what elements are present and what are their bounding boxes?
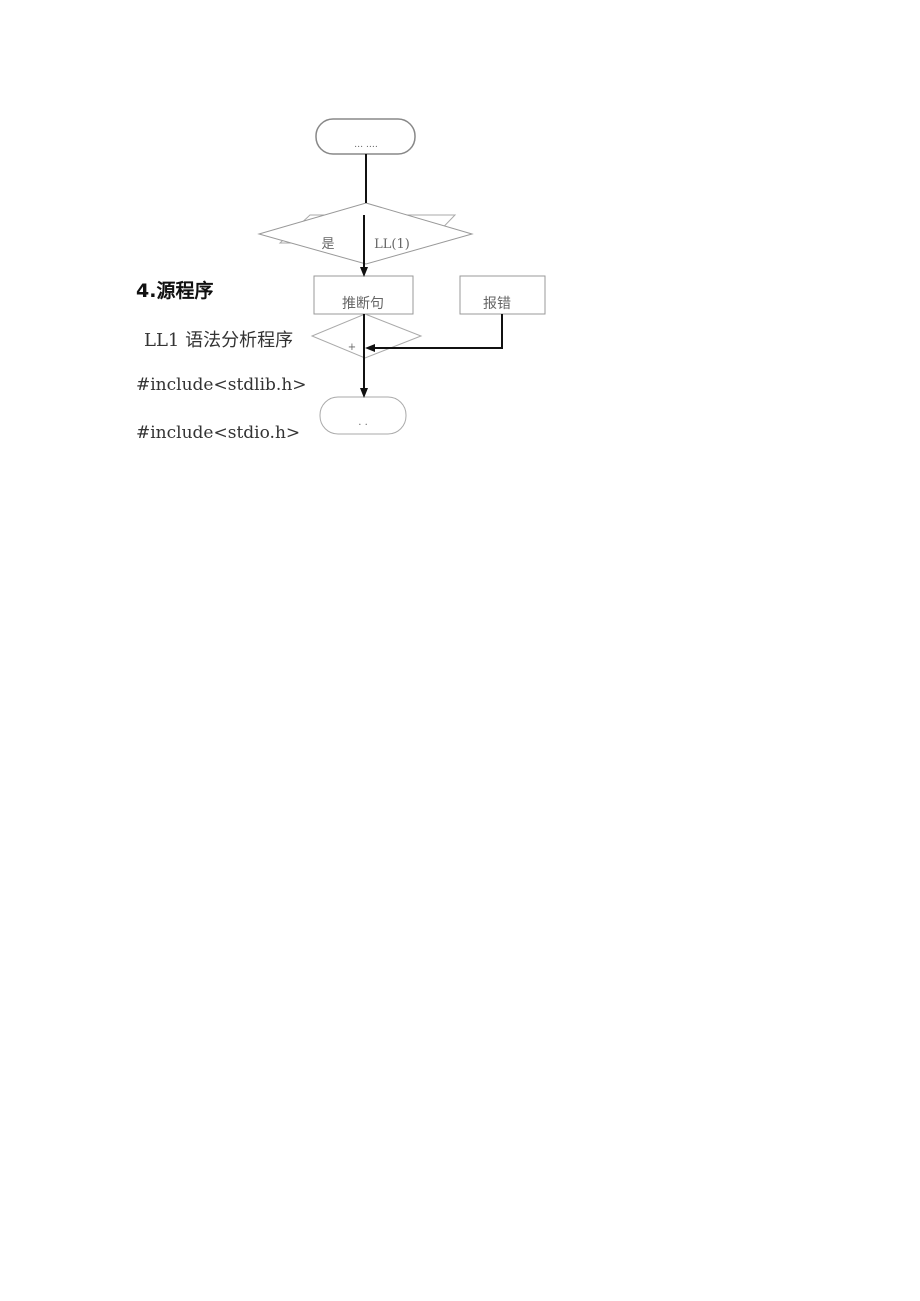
- decision-label-ll1: LL(1): [374, 237, 410, 252]
- merge-label: +: [348, 342, 356, 353]
- section-heading: 4.源程序: [136, 280, 214, 302]
- decision-label-yes: 是: [321, 237, 334, 252]
- error-label: 报错: [483, 296, 511, 312]
- start-label: … .…: [354, 140, 378, 150]
- connectors: [360, 154, 503, 398]
- error-box: 报错: [459, 275, 546, 315]
- end-label: . .: [358, 417, 368, 428]
- decision-diamond: 是 LL(1): [257, 202, 474, 265]
- process-label: 推断句: [342, 296, 384, 312]
- section-subtitle: LL1 语法分析程序: [144, 330, 294, 351]
- process-box: 推断句: [313, 275, 414, 315]
- flowchart: … .… 是 LL(1) 推断句 报错 + . .: [257, 118, 546, 435]
- code-line-include-stdio: #include<stdio.h>: [136, 423, 301, 443]
- merge-diamond: +: [310, 313, 423, 359]
- start-terminal: … .…: [315, 118, 416, 155]
- end-terminal: . .: [319, 396, 407, 435]
- code-line-include-stdlib: #include<stdlib.h>: [136, 375, 307, 395]
